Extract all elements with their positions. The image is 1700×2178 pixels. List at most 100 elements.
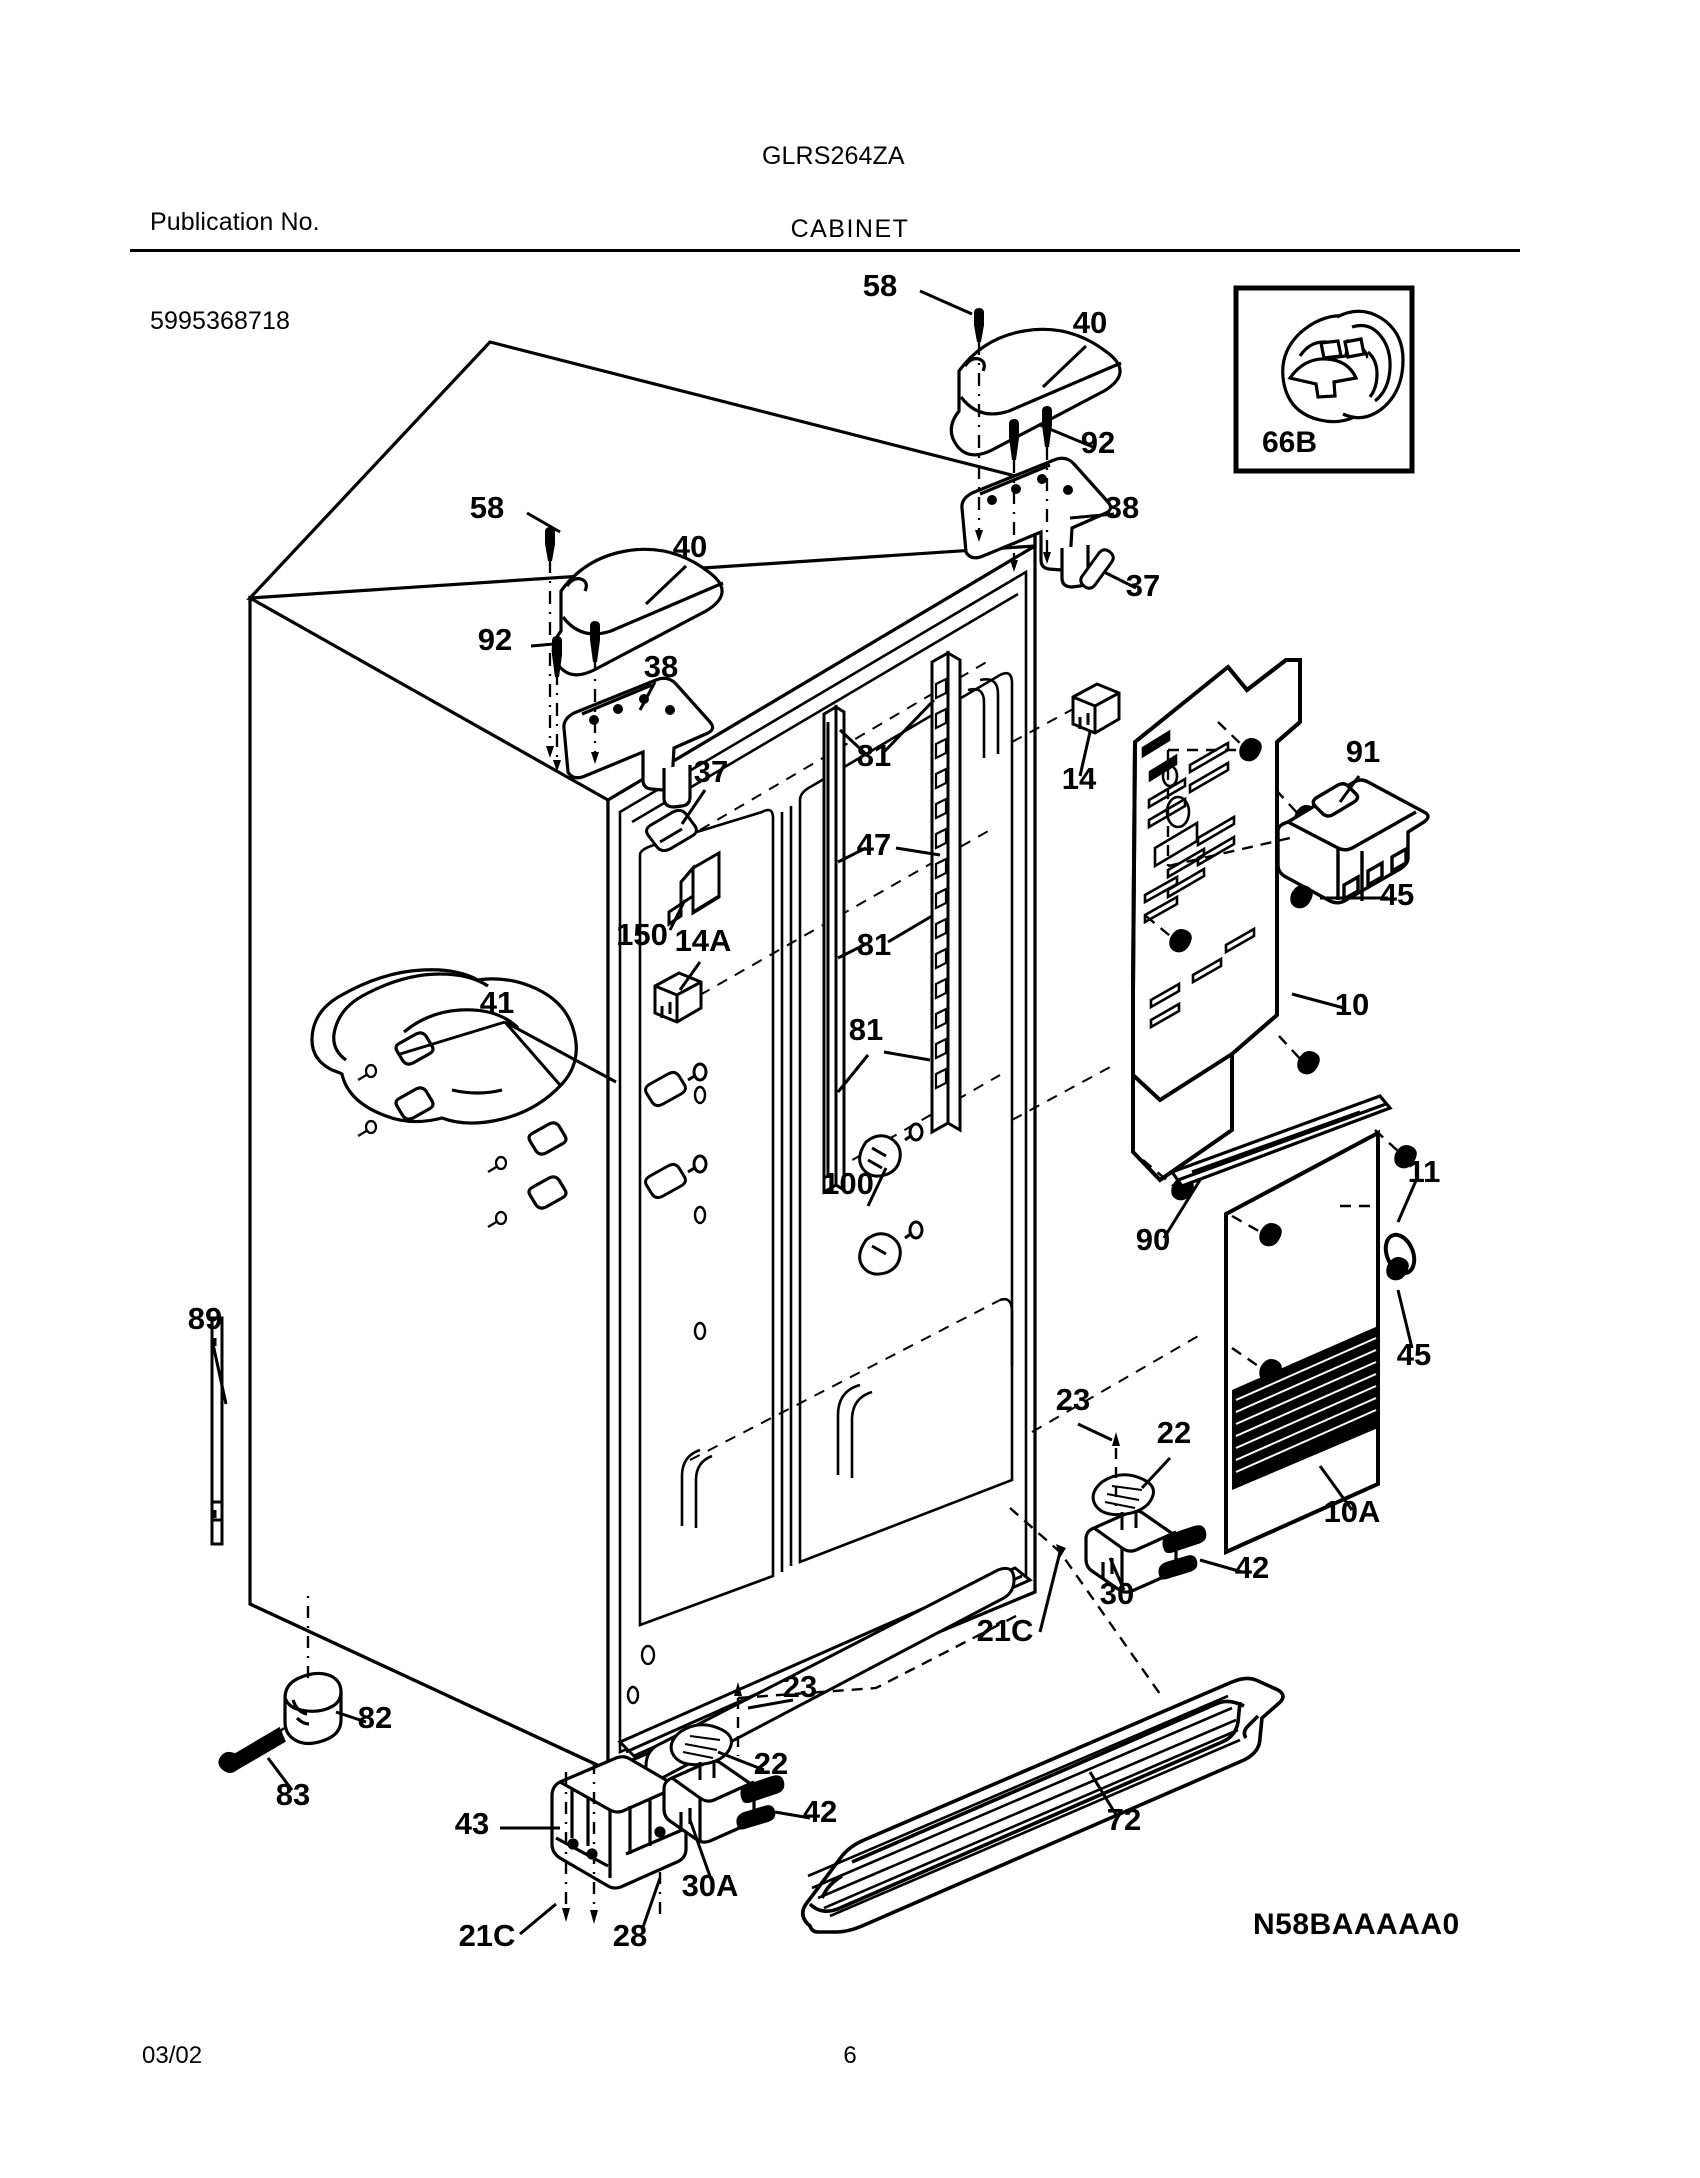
inset-label: 66B	[1262, 426, 1317, 459]
hinge-bracket-right	[960, 456, 1113, 589]
hinge-bracket-left	[562, 676, 715, 809]
callout-label-43: 43	[455, 1806, 489, 1841]
part-90-trim	[1169, 1094, 1393, 1188]
part-10-panel	[1131, 658, 1302, 1183]
callout-label-81: 81	[849, 1012, 883, 1047]
callout-label-47: 47	[857, 827, 891, 862]
part-37-right-plug	[1079, 548, 1115, 590]
callout-label-37: 37	[694, 754, 728, 789]
liner-corner-detail	[680, 678, 1014, 1528]
footer-page-number: 6	[843, 2042, 857, 2069]
callout-label-45: 45	[1380, 877, 1414, 912]
callout-label-89: 89	[188, 1301, 222, 1336]
part-10a-screws	[1259, 1145, 1417, 1383]
part-82-roller	[283, 1671, 343, 1746]
drawing-code: N58BAAAAA0	[1253, 1908, 1460, 1941]
callout-label-82: 82	[358, 1700, 392, 1735]
sheet-title: CABINET	[790, 215, 910, 243]
callout-label-58: 58	[470, 490, 504, 525]
part-100-plug	[858, 1122, 924, 1178]
part-30a-bracket	[662, 1759, 756, 1844]
hinge-cover-right	[949, 327, 1122, 457]
callout-label-10A: 10A	[1324, 1494, 1381, 1529]
hinge-axis-tips-right	[975, 530, 1051, 572]
callout-label-22: 22	[1157, 1415, 1191, 1450]
part-23-tip-right	[1112, 1432, 1120, 1446]
callout-label-90: 90	[1136, 1222, 1170, 1257]
part-10a-panel	[1224, 1129, 1380, 1556]
part-42-screws-right	[1158, 1525, 1207, 1580]
callout-label-92: 92	[478, 622, 512, 657]
hinge-screws-left	[545, 527, 600, 677]
callout-label-100: 100	[822, 1166, 874, 1201]
part-21c-tips-left	[562, 1908, 598, 1924]
footer-date: 03/02	[142, 2042, 203, 2069]
callout-label-40: 40	[673, 529, 707, 564]
callout-label-30: 30	[1100, 1576, 1134, 1611]
part-91-leader	[1166, 748, 1291, 868]
part-23-leader-left	[736, 1614, 1017, 1756]
callout-label-45: 45	[1397, 1337, 1431, 1372]
part-23-tip-left	[734, 1682, 742, 1696]
callout-label-30A: 30A	[682, 1868, 739, 1903]
part-100-plug-lower	[858, 1220, 924, 1276]
part-72-base-grille	[801, 1676, 1285, 1934]
part-41-cover	[310, 968, 578, 1228]
inset-detail-66b: 66B	[1233, 285, 1415, 474]
callout-label-22: 22	[754, 1746, 788, 1781]
part-47-shelf-ladder	[930, 650, 962, 1135]
callout-label-10: 10	[1335, 987, 1369, 1022]
liner-holes	[626, 1085, 707, 1705]
part-81-shelf-rail	[822, 704, 846, 1195]
callout-label-38: 38	[644, 649, 678, 684]
callout-label-58: 58	[863, 268, 897, 303]
callout-label-37: 37	[1126, 568, 1160, 603]
callout-label-81: 81	[857, 738, 891, 773]
part-91-module	[1276, 778, 1430, 905]
callout-label-23: 23	[783, 1669, 817, 1704]
grommet-icon	[1281, 309, 1405, 424]
callout-label-21C: 21C	[977, 1613, 1034, 1648]
callout-label-28: 28	[613, 1918, 647, 1953]
callout-label-92: 92	[1081, 425, 1115, 460]
callout-label-23: 23	[1056, 1382, 1090, 1417]
part-10-screw-leaders	[1142, 721, 1304, 1189]
part-14a-connector	[653, 971, 703, 1024]
callout-label-40: 40	[1073, 305, 1107, 340]
publication-number: 5995368718	[150, 307, 291, 335]
publication-block: Publication No. 5995368718	[150, 140, 320, 404]
publication-label: Publication No.	[150, 208, 320, 236]
part-21c-tip-right	[1056, 1544, 1066, 1558]
part-82-83-leaders	[261, 1590, 310, 1749]
hinge-axis-lines-right	[977, 342, 1049, 560]
callout-label-14A: 14A	[675, 923, 732, 958]
callout-label-91: 91	[1346, 734, 1380, 769]
part-42-screws-left	[736, 1775, 785, 1830]
part-22-roller-wheel-right	[1091, 1473, 1155, 1530]
wall-plugs	[644, 1062, 708, 1200]
part-150-bracket	[667, 850, 721, 927]
callout-label-14: 14	[1062, 761, 1097, 796]
part-43-roller-assembly	[550, 1755, 688, 1890]
callout-label-11: 11	[1408, 1154, 1441, 1189]
callout-label-41: 41	[480, 985, 514, 1020]
callout-label-38: 38	[1105, 490, 1139, 525]
callout-label-21C: 21C	[459, 1918, 516, 1953]
part-83-screw	[218, 1726, 286, 1773]
model-number: GLRS264ZA	[762, 142, 905, 170]
hinge-axis-lines-left	[548, 560, 597, 760]
callout-label-81: 81	[857, 927, 891, 962]
callout-label-83: 83	[276, 1777, 310, 1812]
part-14-connector	[1071, 682, 1121, 735]
callout-label-42: 42	[1235, 1550, 1269, 1585]
title-divider	[130, 249, 1520, 252]
part-22-roller-wheel	[669, 1723, 733, 1780]
hinge-screws-right	[974, 308, 1052, 460]
callout-label-72: 72	[1107, 1802, 1141, 1837]
callout-label-42: 42	[803, 1794, 837, 1829]
callout-label-150: 150	[616, 917, 668, 952]
part-10a-leaders	[1231, 1129, 1400, 1371]
